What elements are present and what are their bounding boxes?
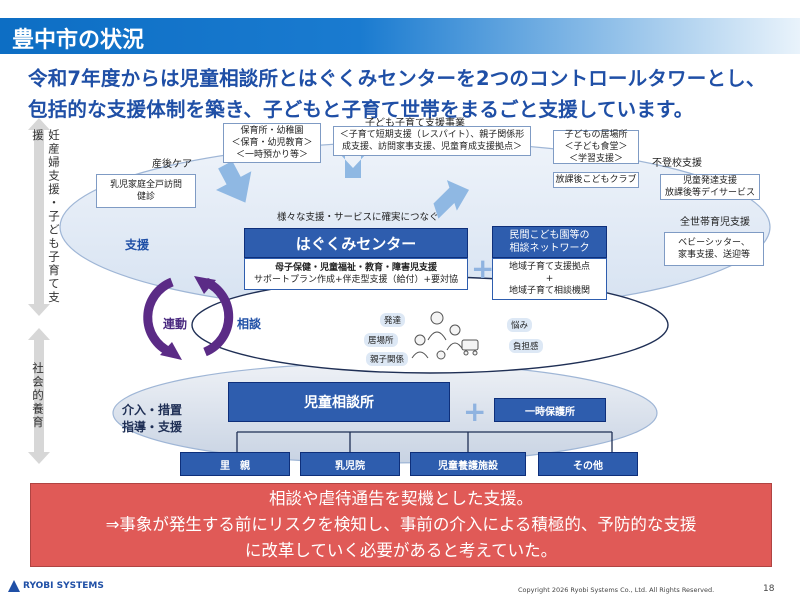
callout-line-1: 相談や虐待通告を契機とした支援。 — [269, 489, 533, 508]
support-label: 支援 — [125, 238, 150, 252]
service-infant-visit: 乳児家庭全戸訪問 健診 — [96, 174, 196, 208]
topic-futankan: 負担感 — [509, 339, 543, 353]
side-label-lower: 社会的養育 — [31, 362, 45, 430]
hagukumi-center-body: 母子保健・児童福祉・教育・障害児支援 サポートプラン作成+伴走型支援（給付）+要… — [244, 258, 468, 290]
service-child-support-title: 子ども子育て支援事業 — [365, 118, 465, 129]
consult-label: 相談 — [237, 317, 262, 331]
callout-line-2: ⇒事象が発生する前にリスクを検知し、事前の介入による積極的、予防的な支援 — [105, 515, 697, 534]
callout-line-3: に改革していく必要があると考えていた。 — [244, 541, 558, 560]
footer-logo: RYOBI SYSTEMS — [8, 580, 104, 592]
center-line-2: サポートプラン作成+伴走型支援（給付）+要対協 — [253, 275, 459, 285]
plus-icon-care: + — [463, 395, 487, 428]
plus-icon-center: + — [471, 252, 495, 285]
service-development: 児童発達支援 放課後等デイサービス — [660, 174, 760, 200]
side-label-upper: 妊産婦支援・子ども子育て支援 — [31, 129, 61, 305]
ichiji-hogosho-box: 一時保護所 — [494, 398, 606, 422]
hagukumi-center-title: はぐくみセンター — [244, 228, 468, 258]
service-all-household: 全世帯育児支援 — [680, 217, 750, 228]
topic-ibasho: 居場所 — [364, 333, 398, 347]
service-postnatal-care: 産後ケア — [152, 159, 192, 170]
service-babysitter: ベビーシッター、 家事支援、送迎等 — [664, 232, 764, 266]
footer-copyright: Copyright 2026 Ryobi Systems Co., Ltd. A… — [518, 586, 715, 594]
placement-other: その他 — [538, 452, 638, 476]
lead-line-1: 令和7年度からは児童相談所とはぐくみセンターを2つのコントロールタワーとし、 — [28, 67, 766, 90]
service-child-support-body: ＜子育て短期支援（レスパイト）、親子関係形 成支援、訪問家事支援、児童育成支援拠… — [333, 126, 531, 156]
topic-oyako: 親子関係 — [366, 352, 409, 366]
care-label-2: 指導・支援 — [122, 420, 183, 434]
footer-logo-text: RYOBI SYSTEMS — [23, 581, 104, 591]
network-title: 民間こども園等の 相談ネットワーク — [492, 226, 607, 258]
topic-hattatsu: 発達 — [380, 313, 406, 327]
service-nursery: 保育所・幼稚園 ＜保育・幼児教育＞ ＜一時預かり等＞ — [223, 123, 321, 163]
placement-nyujiin: 乳児院 — [300, 452, 400, 476]
service-ibasho: 子どもの居場所 ＜子ども食堂＞ ＜学習支援＞ — [553, 130, 639, 164]
jido-sodanjo-box: 児童相談所 — [228, 382, 450, 422]
slide-title: 豊中市の状況 — [12, 28, 145, 53]
header-bar — [0, 18, 800, 54]
network-body: 地域子育て支援拠点 + 地域子育て相談機関 — [492, 258, 607, 300]
callout-box: 相談や虐待通告を契機とした支援。 ⇒事象が発生する前にリスクを検知し、事前の介入… — [30, 483, 772, 567]
placement-satooya: 里 親 — [180, 452, 290, 476]
ryobi-logo-icon — [8, 580, 20, 592]
support-caption: 様々な支援・サービスに確実につなぐ — [277, 212, 439, 223]
lead-line-2: 包括的な支援体制を築き、子どもと子育て世帯をまるごと支援しています。 — [28, 98, 694, 121]
page-number: 18 — [763, 584, 775, 594]
people-illustration — [411, 311, 479, 360]
topic-nayami: 悩み — [507, 318, 533, 332]
placement-yogoshisetsu: 児童養護施設 — [410, 452, 526, 476]
service-afterschool-club: 放課後こどもクラブ — [553, 172, 639, 188]
service-futoko: 不登校支援 — [652, 158, 702, 169]
care-label-1: 介入・措置 — [122, 403, 183, 417]
center-line-1: 母子保健・児童福祉・教育・障害児支援 — [274, 263, 437, 273]
renkei-label: 連動 — [163, 317, 188, 331]
